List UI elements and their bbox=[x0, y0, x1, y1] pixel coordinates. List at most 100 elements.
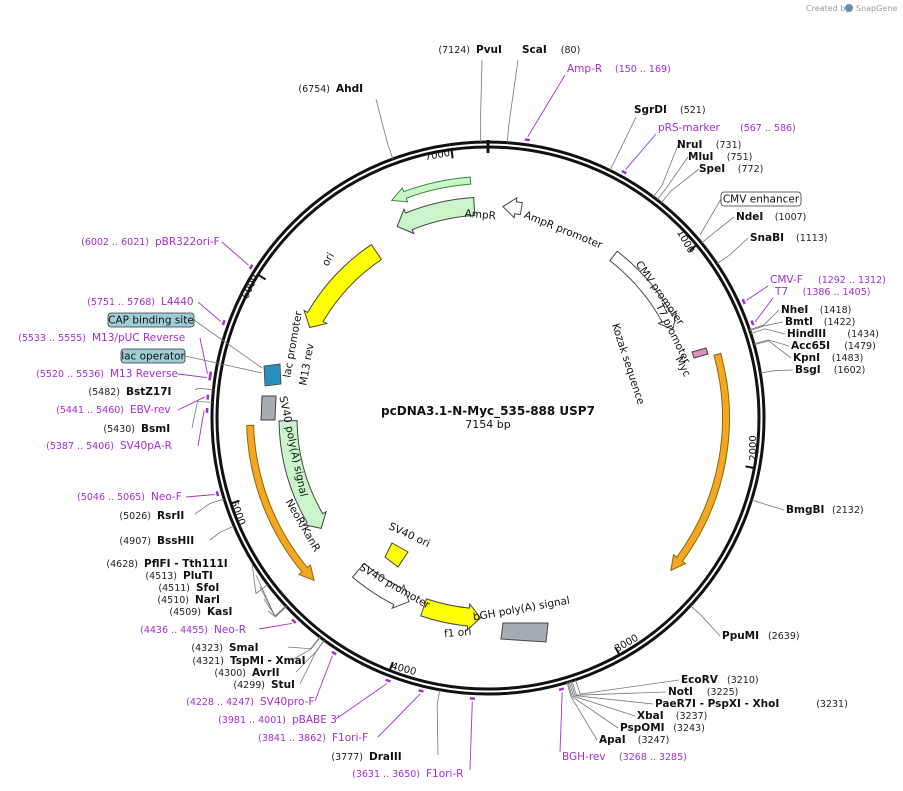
enzyme-leader bbox=[750, 328, 786, 335]
enzyme-name: NdeI bbox=[736, 211, 763, 223]
enzyme-name: DraIII bbox=[369, 751, 402, 763]
primer-name: Amp-R bbox=[567, 63, 602, 75]
primer-position: (150 .. 169) bbox=[615, 64, 671, 75]
feature-ampr-label: AmpR bbox=[464, 208, 496, 223]
enzyme-position: (731) bbox=[716, 140, 742, 151]
snapgene-branding: Created by SnapGene bbox=[806, 4, 897, 13]
enzyme-leader bbox=[194, 387, 214, 391]
sv40-promoter-arrow bbox=[351, 562, 410, 610]
primer-m13-puc-reverse: M13/pUC Reverse(5533 .. 5555) bbox=[18, 332, 185, 344]
primer-position: (5387 .. 5406) bbox=[46, 441, 114, 452]
enzyme-leader bbox=[751, 499, 785, 511]
enzyme-name: EcoRV bbox=[681, 674, 719, 686]
enzyme-name: BmtI bbox=[785, 316, 813, 328]
primer-position: (567 .. 586) bbox=[740, 123, 796, 134]
enzyme-name: PspOMI bbox=[620, 722, 665, 734]
enzyme-name: PpuMI bbox=[722, 630, 759, 642]
plasmid-name: pcDNA3.1-N-Myc_535-888 USP7 bbox=[381, 404, 595, 419]
box-label: lac operator bbox=[121, 351, 185, 363]
enzyme-ndei: NdeI(1007) bbox=[736, 211, 806, 223]
insert-orf-band bbox=[670, 352, 730, 572]
enzyme-leader bbox=[291, 636, 321, 661]
enzyme-position: (5026) bbox=[119, 511, 151, 522]
enzyme-smai: SmaI(4323) bbox=[191, 642, 258, 654]
enzyme-leader bbox=[375, 98, 394, 159]
primer-position: (3631 .. 3650) bbox=[352, 769, 420, 780]
enzyme-position: (1483) bbox=[832, 353, 864, 364]
enzyme-noti: NotI(3225) bbox=[668, 686, 738, 698]
primer-leader bbox=[177, 373, 207, 379]
enzyme-position: (4511) bbox=[158, 583, 190, 594]
primer-amp-r: Amp-R (150 .. 169) bbox=[567, 63, 671, 75]
enzyme-leader bbox=[609, 116, 637, 171]
enzyme-pvui: PvuI(7124) bbox=[438, 44, 502, 56]
enzyme-leader bbox=[194, 498, 225, 515]
branding-prefix: Created by bbox=[806, 4, 850, 13]
enzyme-position: (3231) bbox=[816, 699, 848, 710]
enzyme-name: PflFI - Tth111I bbox=[144, 558, 228, 570]
enzyme-nhei: NheI(1418) bbox=[781, 304, 851, 316]
bgh-polya-block bbox=[500, 622, 549, 643]
primer-leader bbox=[197, 301, 222, 322]
enzyme-position: (3243) bbox=[673, 723, 705, 734]
primer-leader bbox=[177, 396, 205, 411]
enzyme-spei: SpeI(772) bbox=[699, 163, 763, 175]
enzyme-leader bbox=[754, 340, 792, 359]
enzyme-position: (4321) bbox=[192, 656, 224, 667]
enzyme-position: (4907) bbox=[119, 536, 151, 547]
box-leader bbox=[193, 319, 263, 369]
primer-leader bbox=[199, 337, 208, 374]
primer-leader bbox=[197, 410, 205, 447]
enzyme-name: PluTI bbox=[183, 570, 213, 582]
enzyme-position: (521) bbox=[680, 105, 706, 116]
primer-mark bbox=[248, 264, 254, 270]
enzyme-bsmi: BsmI(5430) bbox=[103, 423, 170, 435]
tick-mark bbox=[450, 149, 454, 159]
enzyme-leader bbox=[690, 605, 721, 637]
primer-mark bbox=[385, 678, 391, 683]
enzyme-position: (2132) bbox=[832, 505, 864, 516]
enzyme-leader bbox=[656, 156, 689, 201]
enzyme-kasi: KasI(4509) bbox=[169, 606, 232, 618]
primer-t7: T7(1386 .. 1405) bbox=[774, 286, 870, 298]
enzyme-name: Acc65I bbox=[791, 340, 830, 352]
tick-label: 7000 bbox=[424, 148, 451, 163]
enzyme-bmgbi: BmgBI(2132) bbox=[786, 504, 864, 516]
enzyme-ahdi: AhdI(6754) bbox=[298, 83, 363, 95]
primer-leader bbox=[221, 241, 249, 266]
branding-product: SnapGene bbox=[856, 4, 897, 13]
enzyme-paer7i-pspxi-xhoi: PaeR7I - PspXI - XhoI(3231) bbox=[655, 698, 848, 710]
enzyme-leader bbox=[191, 401, 213, 429]
enzyme-leader bbox=[652, 144, 679, 198]
primer-name: CMV-F bbox=[770, 274, 803, 286]
primer-pbabe-3: pBABE 3'(3981 .. 4001) bbox=[218, 714, 340, 726]
enzyme-leader bbox=[753, 339, 790, 347]
primer-name: L4440 bbox=[161, 296, 194, 308]
ampr-orf-band bbox=[390, 176, 472, 203]
enzyme-position: (4628) bbox=[106, 559, 138, 570]
primer-leader bbox=[335, 683, 388, 720]
enzyme-leader bbox=[570, 681, 654, 705]
enzyme-name: HindIII bbox=[787, 328, 826, 340]
enzyme-name: NruI bbox=[677, 139, 702, 151]
enzyme-leader bbox=[287, 636, 321, 650]
enzyme-leader bbox=[209, 525, 235, 541]
primer-name: pRS-marker bbox=[658, 122, 721, 134]
primer-position: (5441 .. 5460) bbox=[56, 405, 124, 416]
enzyme-name: BssHII bbox=[157, 535, 194, 547]
enzyme-acc65i: Acc65I(1479) bbox=[791, 340, 876, 352]
box-cap-binding-site: CAP binding site bbox=[107, 312, 263, 369]
feature-ori-label: ori bbox=[320, 251, 337, 269]
enzyme-nrui: NruI (731) bbox=[677, 139, 741, 151]
enzyme-name: ScaI bbox=[522, 44, 547, 56]
primer-name: Neo-R bbox=[214, 624, 246, 636]
enzyme-name: SmaI bbox=[229, 642, 259, 654]
enzyme-leader bbox=[567, 682, 619, 729]
enzyme-name: TspMI - XmaI bbox=[230, 655, 306, 667]
enzyme-position: (1602) bbox=[834, 365, 866, 376]
primer-name: EBV-rev bbox=[130, 404, 171, 416]
primer-leader bbox=[754, 297, 774, 323]
plasmid-length: 7154 bp bbox=[465, 418, 510, 431]
enzyme-leader bbox=[568, 681, 636, 717]
primer-position: (4228 .. 4247) bbox=[186, 697, 254, 708]
